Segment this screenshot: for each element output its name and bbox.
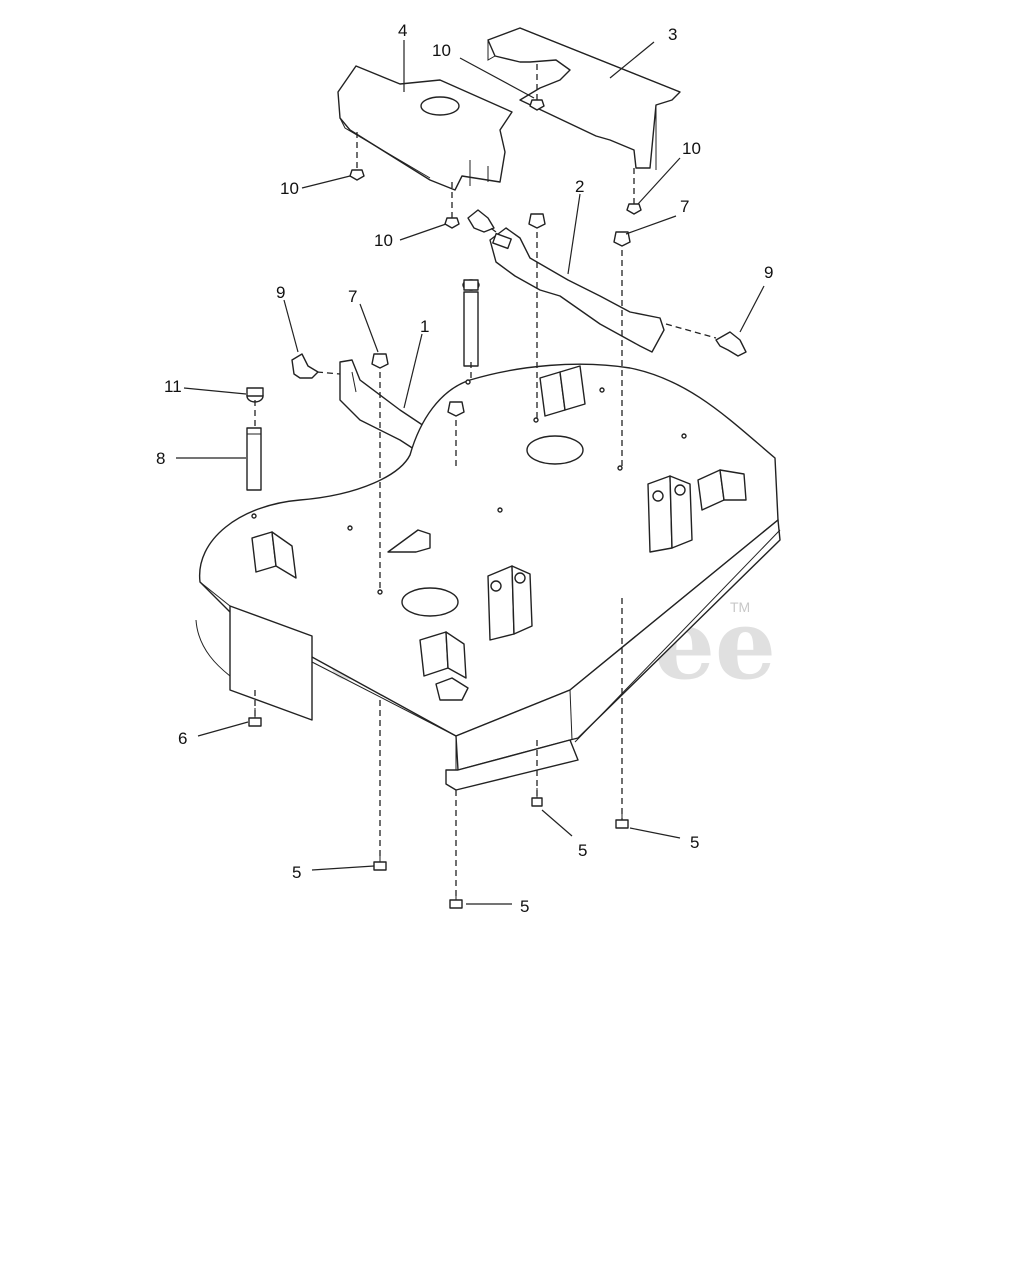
nut-10-center — [444, 217, 460, 229]
bolt-5-c — [531, 788, 543, 807]
nut-10-left — [349, 169, 365, 181]
part-11-knob — [246, 387, 264, 403]
watermark-trademark: TM — [730, 599, 750, 615]
deck-holes — [251, 379, 687, 595]
callouts: 4 3 10 10 10 10 2 7 9 9 7 1 11 8 6 5 5 5… — [156, 21, 773, 916]
nut-10-right — [626, 203, 642, 215]
leader-lines — [176, 40, 765, 905]
callout-5-b: 5 — [520, 897, 529, 916]
assembly-lines — [254, 64, 717, 902]
callout-5-d: 5 — [690, 833, 699, 852]
callout-7-right: 7 — [680, 197, 689, 216]
fasteners — [248, 99, 642, 909]
callout-10-top: 10 — [432, 41, 451, 60]
deck-upright-front — [487, 565, 533, 641]
callout-7-left: 7 — [348, 287, 357, 306]
nut-10-top — [529, 99, 545, 111]
part-9-wing-nut-left — [291, 353, 319, 379]
callout-2: 2 — [575, 177, 584, 196]
deck-tab-front-pair — [419, 631, 467, 679]
callout-5-a: 5 — [292, 863, 301, 882]
part-2-bracket — [489, 227, 665, 353]
bolt-5-a — [373, 852, 387, 871]
callout-10-center: 10 — [374, 231, 393, 250]
deck-tab-rear-pair — [539, 365, 586, 417]
nut-7-left — [371, 353, 389, 369]
part-8-spacer-left — [246, 427, 262, 491]
callout-11: 11 — [164, 377, 182, 396]
deck-tab-right-pair — [697, 469, 747, 511]
callout-10-left: 10 — [280, 179, 299, 198]
part-4-cover — [337, 65, 513, 191]
nut-deck — [447, 401, 465, 417]
bolt-6 — [248, 708, 262, 727]
bolt-5-b — [449, 890, 463, 909]
belt-guide — [387, 529, 431, 553]
callout-9-right: 9 — [764, 263, 773, 282]
deck-upright-right — [647, 475, 693, 553]
wing-nut-top — [467, 209, 495, 233]
callout-4: 4 — [398, 21, 407, 40]
callout-10-right: 10 — [682, 139, 701, 158]
bolt-5-d — [615, 810, 629, 829]
callout-5-c: 5 — [578, 841, 587, 860]
callout-1: 1 — [420, 317, 429, 336]
nut-center — [528, 213, 546, 229]
part-9-wing-nut-right — [715, 331, 747, 357]
part-8-spacer-upper — [462, 279, 480, 367]
callout-8: 8 — [156, 449, 165, 468]
mower-deck — [195, 363, 781, 791]
nut-7-right — [613, 231, 631, 247]
callout-6: 6 — [178, 729, 187, 748]
callout-3: 3 — [668, 25, 677, 44]
part-3-cover — [487, 27, 681, 170]
deck-tab-left-pair — [251, 531, 297, 579]
callout-9-left: 9 — [276, 283, 285, 302]
